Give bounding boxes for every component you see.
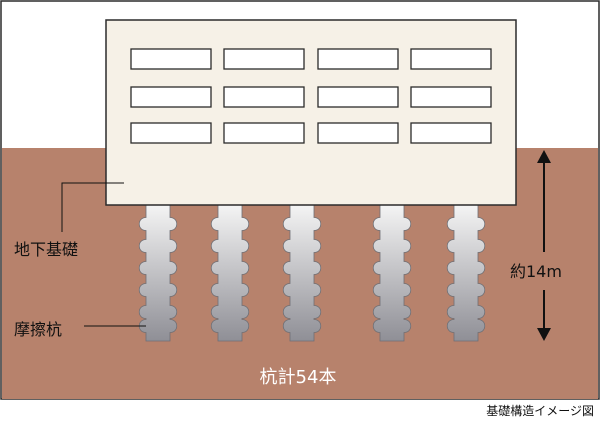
window: [317, 122, 399, 144]
depth-label: 約14m: [510, 262, 562, 281]
friction-pile: [372, 204, 412, 342]
window: [317, 86, 399, 108]
friction-pile: [210, 204, 250, 342]
pile-count-label: 杭計54本: [259, 367, 337, 388]
window: [317, 48, 399, 70]
window: [223, 86, 305, 108]
friction-pile: [282, 204, 322, 342]
foundation-leader-line: [61, 182, 124, 232]
window: [130, 86, 212, 108]
window-grid: [130, 48, 492, 144]
window: [130, 122, 212, 144]
window: [130, 48, 212, 70]
friction-pile-label: 摩擦杭: [14, 320, 63, 339]
friction-pile: [138, 204, 178, 342]
pile-group: [138, 204, 486, 342]
depth-arrow: [537, 150, 551, 341]
diagram-caption: 基礎構造イメージ図: [486, 404, 594, 418]
building-foundation: [105, 19, 517, 206]
window: [410, 122, 492, 144]
window: [223, 48, 305, 70]
window: [223, 122, 305, 144]
friction-pile: [446, 204, 486, 342]
window: [410, 86, 492, 108]
foundation-label: 地下基礎: [14, 240, 79, 259]
window: [410, 48, 492, 70]
